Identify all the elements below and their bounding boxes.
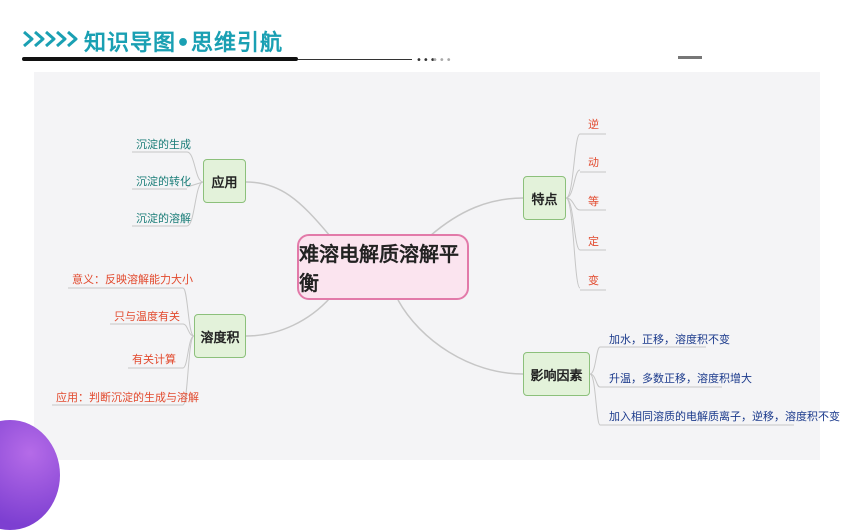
leaf-solubility-product-4: 应用：判断沉淀的生成与溶解 [56, 391, 199, 404]
branch-node-solubility-product: 溶度积 [194, 314, 246, 358]
leaf-influencing-factors-3: 加入相同溶质的电解质离子，逆移，溶度积不变 [609, 410, 840, 423]
header-bar: 知识导图•思维引航 ••• ••• [0, 0, 860, 70]
page-title: 知识导图•思维引航 [84, 31, 284, 56]
branch-node-application: 应用 [203, 159, 246, 203]
branch-label-influencing-factors: 影响因素 [530, 368, 583, 384]
header-dots: ••• [416, 55, 437, 66]
chevron-arrows-icon [23, 30, 78, 48]
branch-label-solubility-product: 溶度积 [200, 330, 240, 346]
leaf-characteristics-3: 等 [588, 195, 599, 208]
leaf-characteristics-2: 动 [588, 156, 599, 169]
leaf-influencing-factors-1: 加水，正移，溶度积不变 [609, 333, 730, 346]
header-dots-light: ••• [432, 55, 453, 66]
branch-node-characteristics: 特点 [523, 176, 566, 220]
leaf-influencing-factors-2: 升温，多数正移，溶度积增大 [609, 372, 752, 385]
leaf-solubility-product-1: 意义：反映溶解能力大小 [72, 273, 193, 286]
branch-label-characteristics: 特点 [531, 192, 558, 208]
leaf-characteristics-4: 定 [588, 235, 599, 248]
leaf-solubility-product-3: 有关计算 [132, 353, 176, 366]
leaf-solubility-product-2: 只与温度有关 [114, 310, 180, 323]
center-topic-node: 难溶电解质溶解平衡 [297, 234, 469, 300]
leaf-application-3: 沉淀的溶解 [136, 212, 191, 225]
header-accent-bar [678, 56, 702, 59]
leaf-application-1: 沉淀的生成 [136, 138, 191, 151]
header-underline-thin [298, 58, 412, 60]
mindmap-connectors [52, 133, 794, 426]
header-underline [22, 57, 298, 61]
leaf-characteristics-1: 逆 [588, 118, 599, 131]
leaf-characteristics-5: 变 [588, 274, 599, 287]
branch-label-application: 应用 [211, 175, 238, 191]
center-topic-label: 难溶电解质溶解平衡 [299, 242, 459, 295]
leaf-application-2: 沉淀的转化 [136, 175, 191, 188]
branch-node-influencing-factors: 影响因素 [523, 352, 590, 396]
